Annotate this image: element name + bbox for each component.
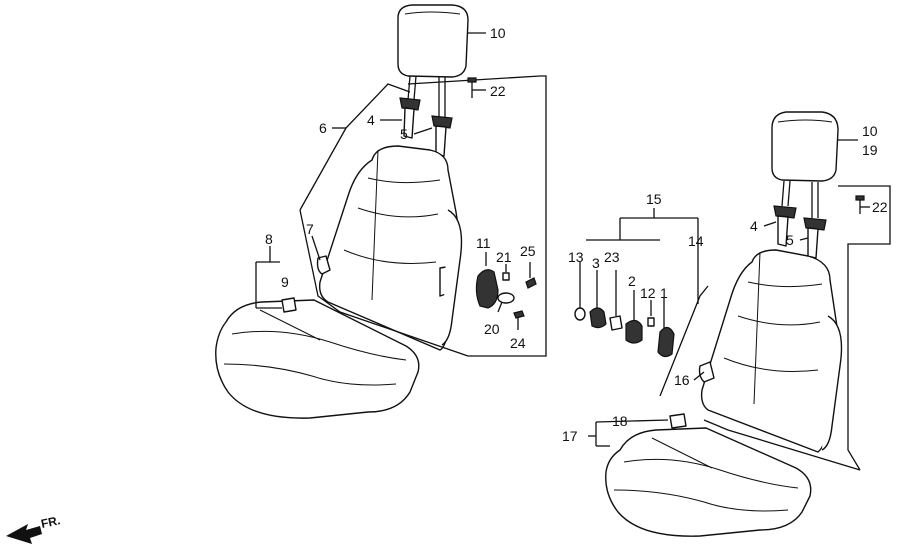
right-seat-hook-16: [698, 361, 715, 383]
callout-22-left: 22: [490, 83, 506, 99]
right-spring-2: [625, 319, 643, 344]
callout-10-left: 10: [490, 25, 506, 41]
callout-22-right: 22: [872, 199, 888, 215]
callout-23: 23: [604, 249, 620, 265]
callout-13: 13: [568, 249, 584, 265]
right-seat-assembly: [574, 111, 891, 537]
callout-18: 18: [612, 413, 628, 429]
callout-7: 7: [306, 221, 314, 237]
callout-15: 15: [646, 191, 662, 207]
right-clip-12: [647, 317, 655, 327]
left-screw-24: [513, 310, 525, 319]
left-seat-cushion: [215, 299, 420, 419]
callout-2: 2: [628, 273, 636, 289]
right-headrest-guide-4: [773, 205, 797, 219]
right-ring-13: [574, 307, 586, 321]
right-seat-back: [700, 249, 839, 453]
right-seat-cushion: [605, 427, 812, 537]
left-clip-21: [502, 272, 510, 281]
right-cushion-clip-18: [669, 413, 687, 429]
right-headrest: [771, 111, 839, 182]
callout-4-left: 4: [367, 112, 375, 128]
callout-8: 8: [265, 231, 273, 247]
callout-9: 9: [281, 274, 289, 290]
callout-12: 12: [640, 285, 656, 301]
right-headrest-guide-5: [803, 217, 827, 231]
callout-24: 24: [510, 335, 526, 351]
right-bolt-22: [855, 195, 865, 201]
callout-5-left: 5: [400, 126, 408, 142]
callout-6: 6: [319, 120, 327, 136]
right-back-side-bolster: [821, 315, 843, 451]
callout-20: 20: [484, 321, 500, 337]
front-arrow-icon: [6, 524, 42, 544]
left-screw-25: [525, 277, 537, 289]
left-cushion-clip-9: [281, 297, 297, 313]
callout-1: 1: [660, 285, 668, 301]
callout-21: 21: [496, 249, 512, 265]
front-direction-indicator: FR.: [6, 513, 62, 544]
callout-5-right: 5: [786, 232, 794, 248]
callout-25: 25: [520, 243, 536, 259]
callout-19: 19: [862, 142, 878, 158]
left-back-side-bolster: [441, 209, 463, 346]
left-seat-assembly: [215, 4, 547, 419]
callout-16: 16: [674, 372, 690, 388]
left-seat-hook-7: [316, 255, 331, 275]
left-recliner-cover-11: [475, 269, 499, 309]
left-bolt-22: [467, 77, 477, 83]
left-headrest-guide-4: [399, 97, 421, 111]
right-lever-1: [657, 326, 675, 358]
front-label: FR.: [40, 513, 62, 531]
callout-3: 3: [592, 255, 600, 271]
callout-10-right: 10: [862, 123, 878, 139]
callout-4-right: 4: [750, 218, 758, 234]
callout-14: 14: [688, 233, 704, 249]
callout-11: 11: [476, 235, 491, 251]
right-washer-23: [609, 315, 623, 331]
right-knob-3: [589, 307, 607, 329]
callout-labels: 10 22 6 4 5 7 8 9 11 21 25 20 24 15 14 1…: [265, 25, 888, 444]
left-headrest: [397, 4, 469, 78]
left-headrest-guide-5: [431, 115, 453, 129]
callout-17: 17: [562, 428, 578, 444]
left-cap-20: [497, 292, 515, 304]
